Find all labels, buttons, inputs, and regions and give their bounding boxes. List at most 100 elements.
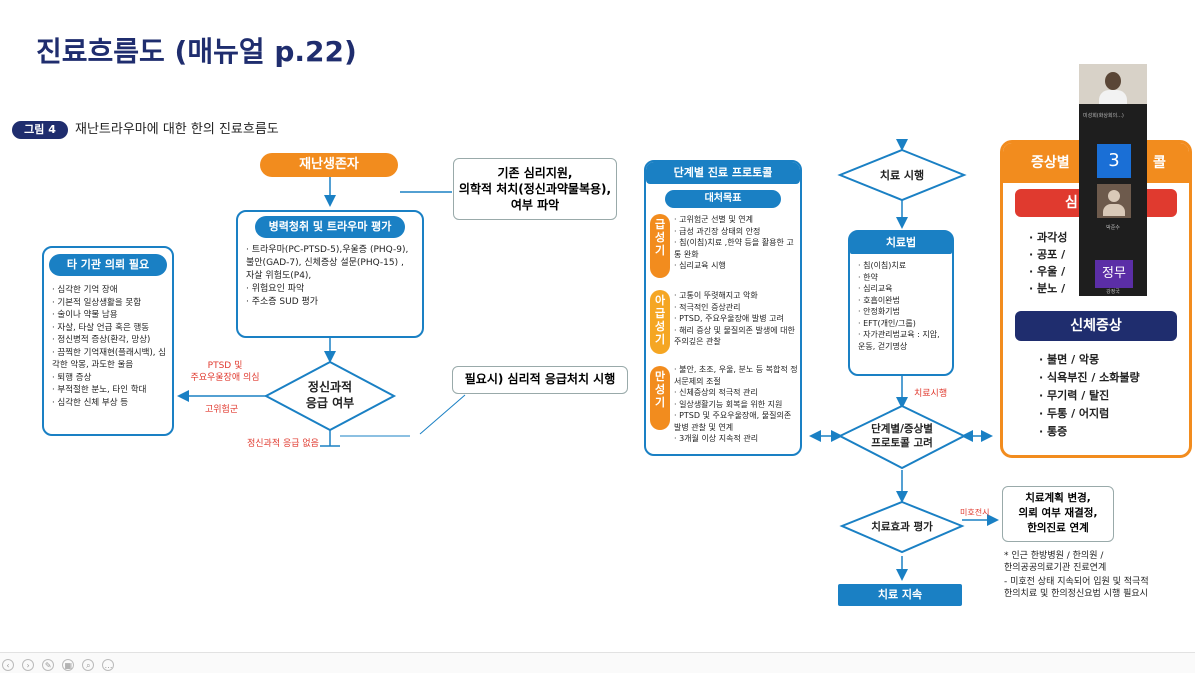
referral-item: 퇴행 증상 bbox=[52, 372, 166, 385]
history-item: 주소증 SUD 평가 bbox=[246, 296, 414, 309]
method-box: 치료법 침(이침)치료 한약 심리교육 호흡이완법 안정화기법 EFT(개인/그… bbox=[848, 230, 954, 376]
referral-box: 타 기관 의뢰 필요 심각한 기억 장애 기본적 일상생활을 못함 술이나 약물… bbox=[42, 246, 174, 436]
referral-item: 기본적 일상생활을 못함 bbox=[52, 297, 166, 310]
method-title: 치료법 bbox=[850, 232, 952, 254]
stage-item: 고위험군 선별 및 연계 bbox=[674, 214, 798, 226]
slide-nav-bar: ‹ › ✎ ▦ ⌕ … bbox=[0, 652, 1195, 673]
history-title: 병력청취 및 트라우마 평가 bbox=[255, 216, 405, 238]
emergency-diamond-shape bbox=[263, 360, 397, 432]
referral-item: 부적절한 분노, 타인 학대 bbox=[52, 384, 166, 397]
emotion-item: 과각성 bbox=[1029, 229, 1189, 246]
zoom-icon[interactable]: ⌕ bbox=[82, 659, 95, 671]
stage-item: 일상생활기능 회복을 위한 지원 bbox=[674, 399, 798, 411]
note-item: - 미호전 상태 지속되어 입원 및 적극적 한의치료 및 한의정신요법 시행 … bbox=[1004, 577, 1149, 599]
stage-item: 급성 과긴장 상태의 안정 bbox=[674, 226, 798, 238]
referral-item: 심각한 신체 부상 등 bbox=[52, 397, 166, 410]
next-slide-icon[interactable]: › bbox=[22, 659, 35, 671]
referral-item: 정신병적 증상(환각, 망상) bbox=[52, 334, 166, 347]
body-list: 불면 / 악몽 식욕부진 / 소화불량 무기력 / 탈진 두통 / 어지럼 통증 bbox=[1003, 341, 1189, 441]
referral-title: 타 기관 의뢰 필요 bbox=[49, 254, 167, 276]
emotion-list: 과각성 공포 / 우울 / 분노 / bbox=[1003, 217, 1189, 297]
video-caption: 강정국 bbox=[1106, 289, 1120, 295]
symptom-title-suffix: 콜 bbox=[1153, 155, 1166, 171]
emotion-item: 분노 / bbox=[1029, 280, 1189, 297]
stage-item: 침(이침)치료 ,한약 등을 활용한 고통 완화 bbox=[674, 237, 798, 260]
stage-label-chronic: 만 성 기 bbox=[650, 366, 670, 430]
referral-item: 자살, 타살 언급 혹은 행동 bbox=[52, 322, 166, 335]
survivor-pill: 재난생존자 bbox=[260, 153, 398, 177]
treatment-start-diamond-shape bbox=[837, 148, 967, 202]
person-body-icon bbox=[1099, 90, 1127, 104]
notes: * 인근 한방병원 / 한의원 / 한의공공의료기관 진료연계 - 미호전 상태… bbox=[1004, 550, 1189, 600]
evaluate-diamond-shape bbox=[839, 500, 965, 554]
method-item: 한약 bbox=[858, 272, 948, 284]
body-item: 무기력 / 탈진 bbox=[1039, 387, 1189, 405]
emergency-diamond-label: 정신과적 응급 여부 bbox=[305, 380, 355, 410]
grid-icon[interactable]: ▦ bbox=[62, 659, 75, 671]
stage-item: PTSD, 주요우울장애 발병 고려 bbox=[674, 313, 798, 325]
stage-list-chronic: 불안, 초조, 우울, 분노 등 복합적 정서문제의 조절 신체증상의 적극적 … bbox=[674, 364, 798, 445]
method-item: 심리교육 bbox=[858, 283, 948, 295]
body-item: 식욕부진 / 소화불량 bbox=[1039, 369, 1189, 387]
method-item: 침(이침)치료 bbox=[858, 260, 948, 272]
video-caption: 미성회(화상회의...) bbox=[1083, 113, 1124, 119]
stage-item: 신체증상의 적극적 관리 bbox=[674, 387, 798, 399]
history-box: 병력청취 및 트라우마 평가 트라우마(PC-PTSD-5),우울증 (PHQ-… bbox=[236, 210, 424, 338]
not-improved-label: 미호전시 bbox=[960, 508, 990, 517]
stage-list-acute: 고위험군 선별 및 연계 급성 과긴장 상태의 안정 침(이침)치료 ,한약 등… bbox=[674, 214, 798, 272]
emotion-item: 공포 / bbox=[1029, 246, 1189, 263]
method-item: EFT(개인/그룹) bbox=[858, 318, 948, 330]
slide-title: 진료흐름도 (매뉴얼 p.22) bbox=[36, 35, 357, 68]
history-item: 트라우마(PC-PTSD-5),우울증 (PHQ-9), 불안(GAD-7), … bbox=[246, 244, 414, 283]
stage-item: 심리교육 시행 bbox=[674, 260, 798, 272]
referral-item: 끔찍한 기억재현(플래시백), 심각한 악몽, 과도한 울음 bbox=[52, 347, 166, 372]
method-item: 안정화기법 bbox=[858, 306, 948, 318]
emotion-item: 우울 / bbox=[1029, 263, 1189, 280]
method-item: 자가관리법교육 : 지압, 운동, 걷기명상 bbox=[858, 329, 948, 352]
treatment-start-label: 치료 시행 bbox=[879, 169, 925, 182]
stage-item: 불안, 초조, 우울, 분노 등 복합적 정서문제의 조절 bbox=[674, 364, 798, 387]
method-item: 호흡이완법 bbox=[858, 295, 948, 307]
avatar-body-icon bbox=[1103, 204, 1125, 216]
ptsd-label: PTSD 및 주요우울장애 의심 bbox=[190, 361, 260, 383]
plan-change-box: 치료계획 변경, 의뢰 여부 재결정, 한의진료 연계 bbox=[1002, 486, 1114, 542]
video-caption: 박준수 bbox=[1106, 225, 1120, 231]
video-tile-self[interactable] bbox=[1079, 64, 1147, 104]
history-list: 트라우마(PC-PTSD-5),우울증 (PHQ-9), 불안(GAD-7), … bbox=[238, 238, 422, 309]
high-risk-label: 고위험군 bbox=[205, 405, 239, 415]
body-item: 통증 bbox=[1039, 423, 1189, 441]
symptom-panel: 증상별 콜 심 과각성 공포 / 우울 / 분노 / 신체증상 불면 / 악몽 … bbox=[1000, 140, 1192, 458]
stage-item: 고통이 뚜렷해지고 악화 bbox=[674, 290, 798, 302]
stage-label-acute: 급 성 기 bbox=[650, 214, 670, 278]
protocol-title: 단계별 진료 프로토콜 bbox=[646, 162, 800, 184]
avatar-tile[interactable] bbox=[1097, 184, 1131, 218]
pen-icon[interactable]: ✎ bbox=[42, 659, 55, 671]
participant-name-tile[interactable]: 정무 bbox=[1095, 260, 1133, 288]
goal-title: 대처목표 bbox=[665, 190, 781, 208]
body-item: 두통 / 어지럼 bbox=[1039, 405, 1189, 423]
person-head-icon bbox=[1105, 72, 1121, 90]
avatar-head-icon bbox=[1108, 190, 1120, 202]
treat-label: 치료시행 bbox=[914, 389, 948, 399]
note-item: * 인근 한방병원 / 한의원 / 한의공공의료기관 진료연계 bbox=[1004, 551, 1107, 573]
referral-item: 술이나 약물 남용 bbox=[52, 309, 166, 322]
stage-item: PTSD 및 주요우울장애, 물질의존 발병 관찰 및 연계 bbox=[674, 410, 798, 433]
figure-badge: 그림 4 bbox=[12, 121, 68, 139]
existing-support-box: 기존 심리지원, 의학적 처치(정신과약물복용), 여부 파악 bbox=[453, 158, 617, 220]
protocol-diamond-label: 단계별/증상별 프로토콜 고려 bbox=[871, 423, 933, 449]
figure-caption: 재난트라우마에 대한 한의 진료흐름도 bbox=[75, 122, 279, 137]
more-icon[interactable]: … bbox=[102, 659, 115, 671]
protocol-diamond-shape bbox=[837, 404, 967, 470]
no-emergency-label: 정신과적 응급 없음 bbox=[247, 439, 319, 449]
participant-count-tile[interactable]: 3 bbox=[1097, 144, 1131, 178]
stage-list-subacute: 고통이 뚜렷해지고 악화 적극적인 증상관리 PTSD, 주요우울장애 발병 고… bbox=[674, 290, 798, 348]
body-title: 신체증상 bbox=[1015, 311, 1177, 341]
prev-slide-icon[interactable]: ‹ bbox=[2, 659, 14, 671]
stage-item: 3개월 이상 지속적 관리 bbox=[674, 433, 798, 445]
referral-list: 심각한 기억 장애 기본적 일상생활을 못함 술이나 약물 남용 자살, 타살 … bbox=[44, 276, 172, 409]
body-item: 불면 / 악몽 bbox=[1039, 351, 1189, 369]
symptom-title-text: 증상별 bbox=[1031, 155, 1070, 171]
evaluate-diamond-label: 치료효과 평가 bbox=[871, 521, 933, 533]
video-panel: 미성회(화상회의...) 3 박준수 정무 강정국 bbox=[1079, 64, 1147, 296]
